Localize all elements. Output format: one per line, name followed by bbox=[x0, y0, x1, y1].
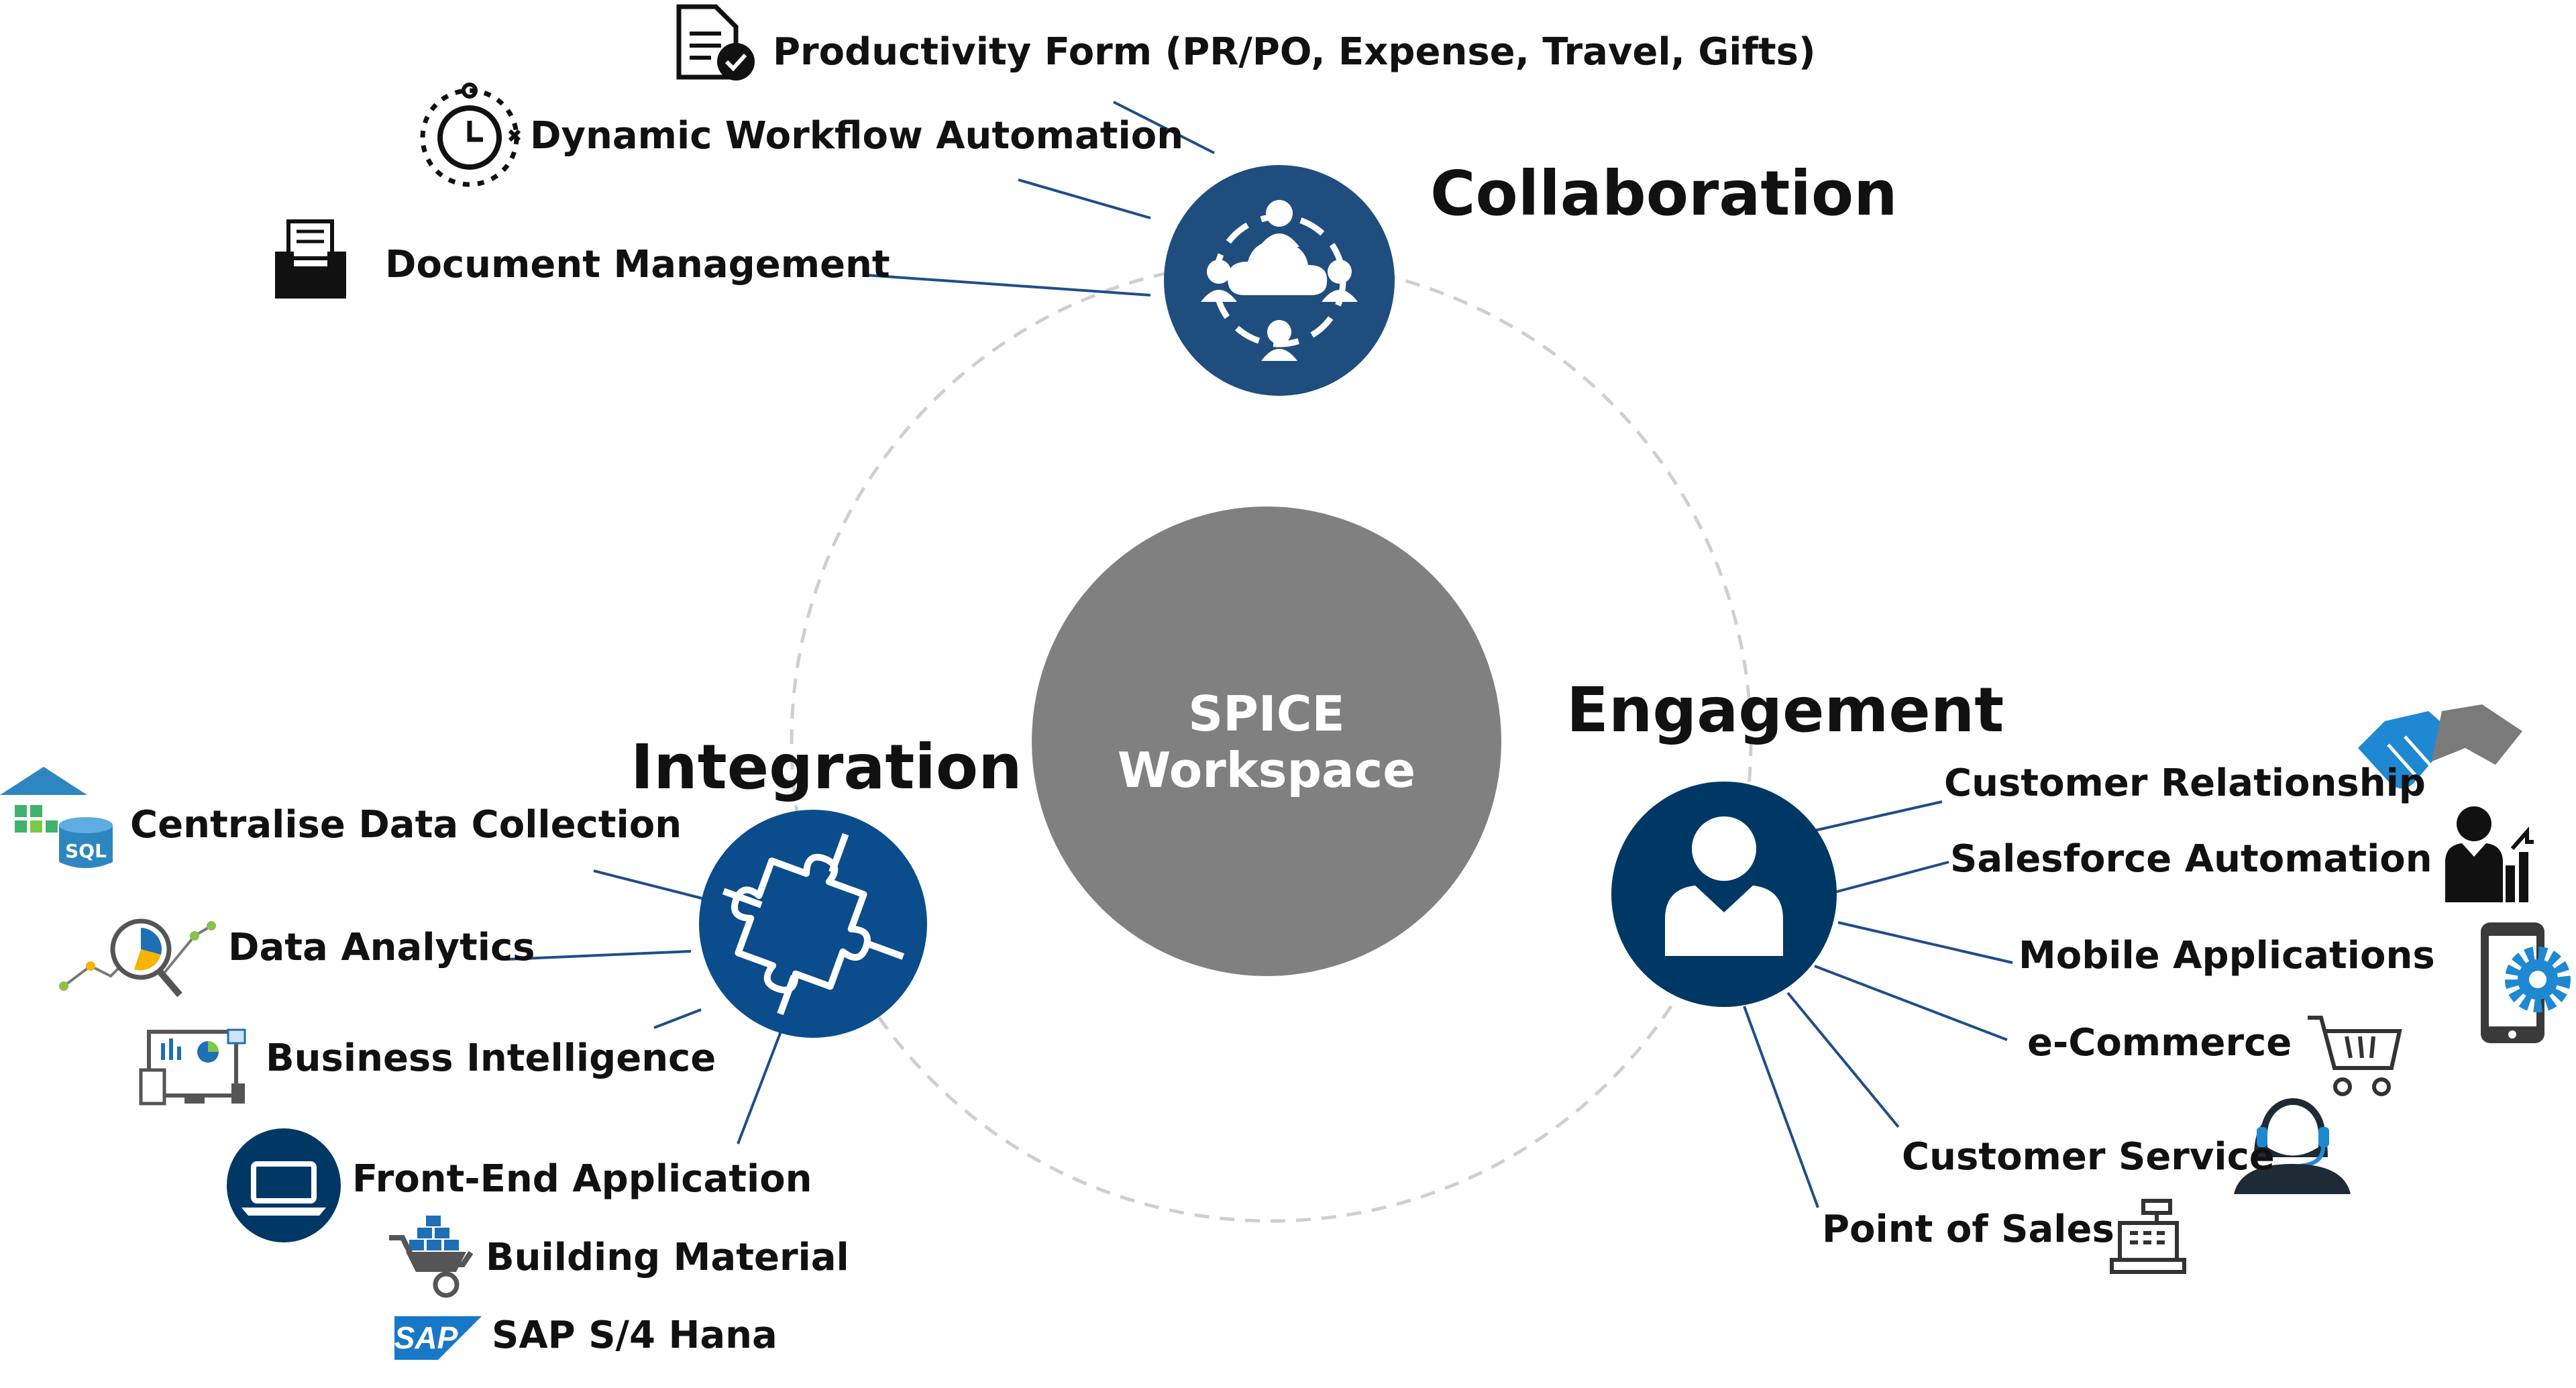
user-profile-icon bbox=[1665, 816, 1783, 956]
sap-logo-icon: SAP bbox=[394, 1316, 482, 1360]
businessman-chart-icon bbox=[2445, 806, 2534, 902]
mobile-gear-icon bbox=[2481, 922, 2571, 1043]
engagement-item-mobile-apps: Mobile Applications bbox=[2019, 934, 2435, 977]
form-check-icon bbox=[676, 4, 755, 81]
hub-label-line1: SPICE bbox=[1188, 686, 1345, 742]
collaboration-node bbox=[1164, 165, 1395, 396]
engagement-item-pos: Point of Sales bbox=[1822, 1208, 2114, 1251]
integration-item-business-intelligence: Business Intelligence bbox=[266, 1036, 716, 1080]
integration-item-front-end: Front-End Application bbox=[352, 1157, 812, 1201]
collaboration-item-document-management: Document Management bbox=[385, 243, 890, 286]
document-tray-icon bbox=[275, 219, 346, 299]
team-cloud-icon bbox=[1201, 200, 1358, 361]
handshake-icon bbox=[2358, 704, 2522, 789]
engagement-item-ecommerce: e-Commerce bbox=[2027, 1021, 2292, 1065]
engagement-item-customer-relationship: Customer Relationship bbox=[1944, 761, 2426, 805]
orbit-ring bbox=[790, 260, 1753, 1223]
integration-item-data-analytics: Data Analytics bbox=[228, 926, 535, 969]
sql-warehouse-icon: SQL bbox=[0, 767, 113, 868]
integration-connectors bbox=[506, 869, 783, 1144]
collaboration-item-workflow: Dynamic Workflow Automation bbox=[530, 114, 1184, 158]
engagement-title: Engagement bbox=[1566, 674, 2004, 746]
collaboration-item-productivity-form: Productivity Form (PR/PO, Expense, Trave… bbox=[773, 30, 1816, 74]
engagement-connectors bbox=[1743, 800, 2013, 1208]
puzzle-icon bbox=[722, 833, 905, 1016]
integration-item-sap: SAP S/4 Hana bbox=[492, 1314, 777, 1357]
integration-title: Integration bbox=[631, 731, 1022, 803]
headset-agent-icon bbox=[2234, 1098, 2351, 1194]
cash-register-icon bbox=[2110, 1199, 2186, 1274]
integration-item-building-material: Building Material bbox=[486, 1236, 849, 1279]
collaboration-title: Collaboration bbox=[1430, 158, 1898, 229]
engagement-node bbox=[1611, 782, 1837, 1007]
dashboard-monitor-icon bbox=[139, 1028, 246, 1106]
laptop-icon bbox=[227, 1128, 341, 1242]
svg-text:SQL: SQL bbox=[65, 840, 107, 862]
engagement-item-salesforce: Salesforce Automation bbox=[1950, 837, 2432, 881]
integration-item-data-collection: Centralise Data Collection bbox=[130, 803, 682, 847]
workflow-clock-icon bbox=[420, 83, 521, 187]
svg-text:SAP: SAP bbox=[394, 1320, 458, 1355]
engagement-item-customer-service: Customer Service bbox=[1902, 1135, 2275, 1179]
shopping-cart-icon bbox=[2308, 1016, 2402, 1096]
collaboration-connectors bbox=[865, 101, 1215, 297]
hub-circle bbox=[1032, 506, 1501, 976]
integration-node bbox=[699, 810, 927, 1038]
analytics-magnifier-icon bbox=[59, 918, 216, 998]
hub-label: SPICE Workspace bbox=[1035, 686, 1498, 798]
hub-label-line2: Workspace bbox=[1117, 742, 1416, 798]
wheelbarrow-icon bbox=[389, 1216, 474, 1298]
